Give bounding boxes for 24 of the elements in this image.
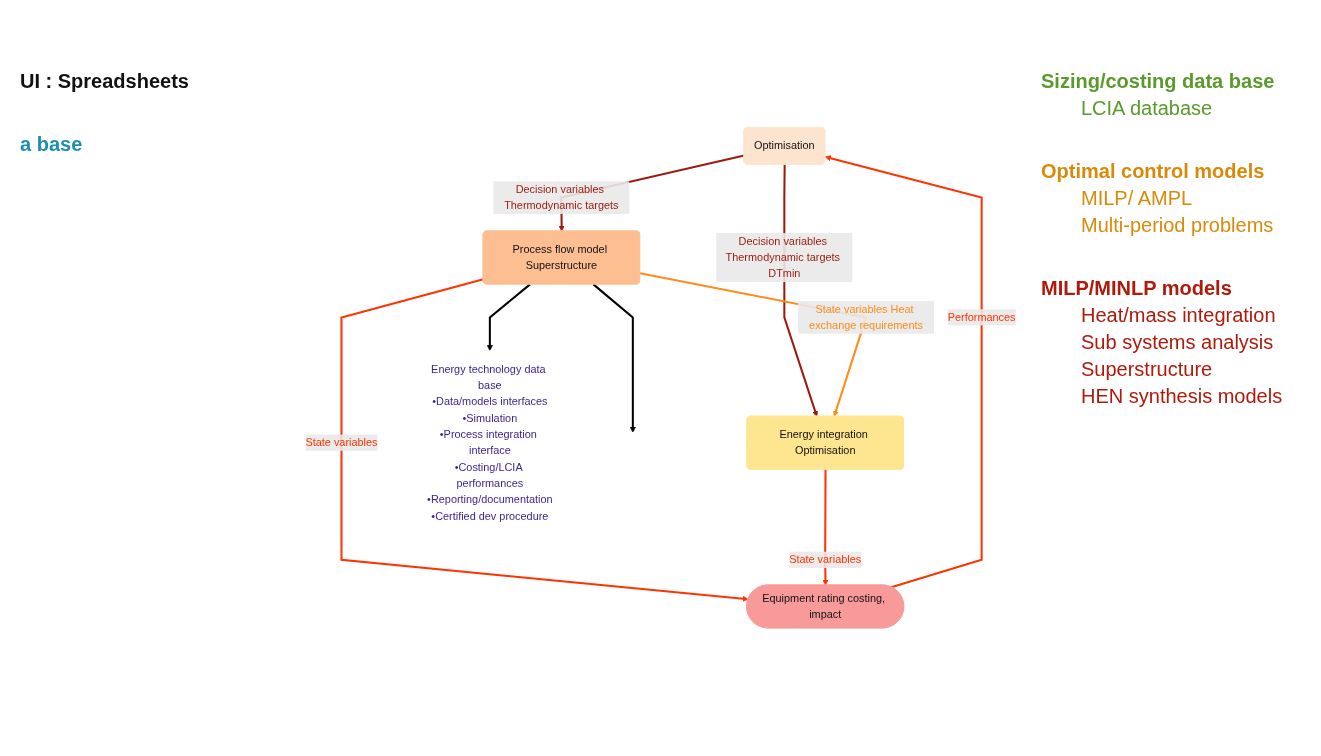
section-heading: Optimal control models: [1041, 160, 1266, 183]
arrow: [592, 283, 636, 434]
section-heading: MILP/MINLP models: [1041, 277, 1233, 300]
list-item: MILP/ AMPL: [1080, 187, 1194, 210]
section-heading: Sizing/costing data base: [1041, 70, 1276, 93]
list-item: Superstructure: [1080, 358, 1214, 381]
list-item: HEN synthesis models: [1080, 385, 1284, 408]
section-heading: a base: [20, 133, 84, 156]
arrow: [824, 155, 983, 589]
arrow: [822, 469, 829, 586]
list-item: Sub systems analysis: [1080, 331, 1275, 354]
edge-label: Decision variables Thermodynamic targets: [504, 183, 619, 212]
arrow: [486, 283, 531, 352]
edge-label: State variables: [789, 554, 862, 566]
edge-label: State variables: [305, 436, 378, 449]
arrow: [340, 278, 749, 603]
edge-label: State variables Heat exchange requirements: [809, 303, 923, 332]
edge-label: Performances: [947, 311, 1016, 324]
list-item: LCIA database: [1080, 97, 1214, 120]
node-text: Energy technology data base •Data/models interfaces •Simulation •Process integration interface •Costing/LCIA performances •Reporting/documentation •Certified dev procedure: [427, 363, 553, 522]
list-item: Heat/mass integration: [1080, 304, 1277, 327]
edge-label: Decision variables Thermodynamic targets DTmin: [725, 235, 841, 280]
list-item: Multi-period problems: [1080, 214, 1275, 237]
section-heading: UI : Spreadsheets: [20, 70, 190, 93]
